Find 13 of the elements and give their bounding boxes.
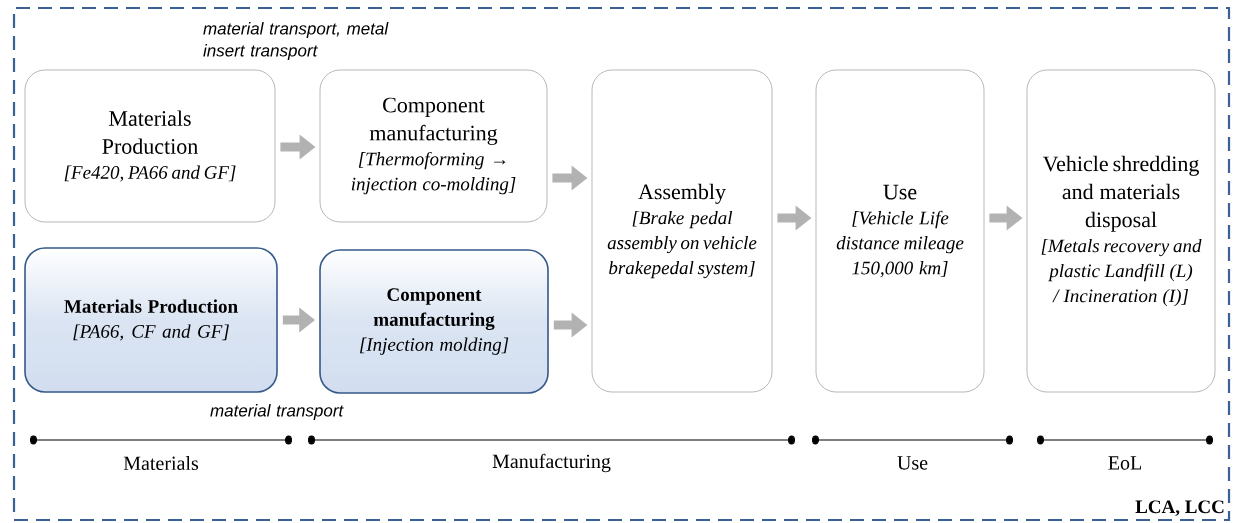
process-box: Component manufacturing [Injection molding] <box>319 249 549 394</box>
process-box: Assembly [Brake pedal assembly on vehicle brakepedal system] <box>591 69 773 393</box>
phase-label: Materials <box>123 455 199 471</box>
process-box: Vehicle shredding and materials disposal [Metals recovery and plastic Landfill (L) / Incineration (I)] <box>1026 69 1216 393</box>
process-box: Component manufacturing [Thermoforming → injection co-molding] <box>319 69 548 223</box>
transport-note: material transport <box>210 404 344 420</box>
transport-note: material transport, metal insert transport <box>203 22 389 60</box>
phase-label: Use <box>897 456 928 470</box>
process-box: Materials Production [Fe420, PA66 and GF] <box>24 69 276 223</box>
process-box: Materials Production [PA66, CF and GF] <box>24 247 278 393</box>
process-box: Use [Vehicle Life distance mileage 150,000 km] <box>815 69 985 393</box>
phase-label: EoL <box>1108 456 1141 470</box>
phase-label: Manufacturing <box>492 453 611 473</box>
